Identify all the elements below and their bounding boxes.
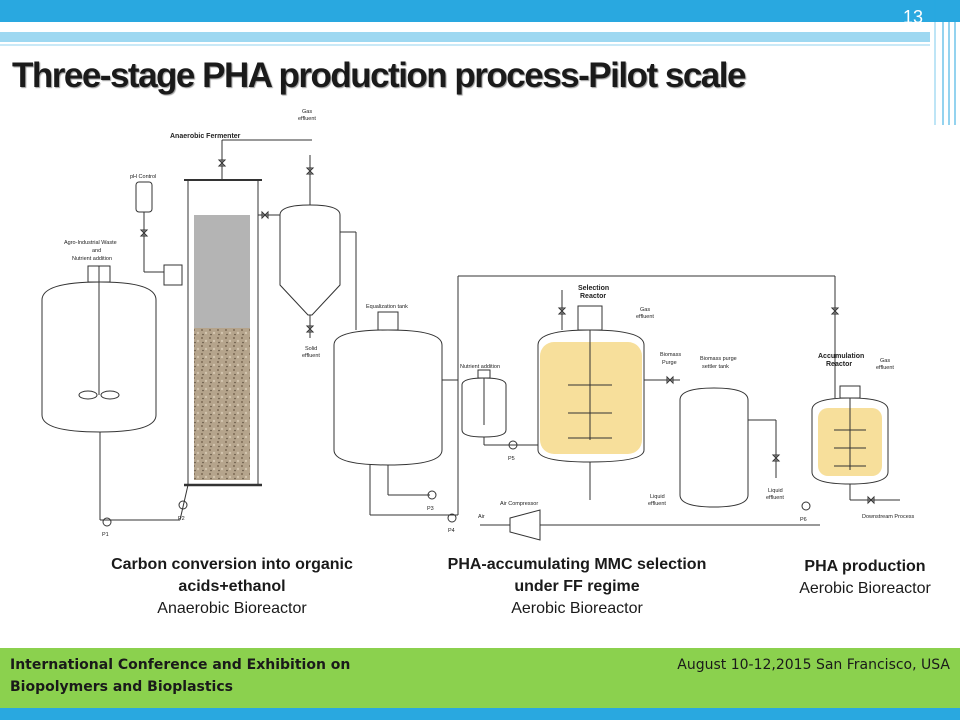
pump-p3-icon [427,490,437,500]
footer-conference-name: International Conference and Exhibition … [10,657,351,695]
feed-storage-tank [41,265,157,433]
label-downstream: Downstream Process [862,514,915,520]
slide-number: 13 [902,7,924,27]
label-gas-effluent-2b: effluent [636,314,654,320]
label-liquid-effluent-2b: effluent [766,495,784,501]
air-compressor [480,509,820,541]
label-p1: P1 [102,532,109,538]
pump-p5-icon [508,440,518,450]
label-accumulation-reactor-1: Accumulation [818,353,864,360]
pump-p4-icon [447,513,457,523]
right-accent-lines [920,0,960,125]
caption-stage-3-subtitle: Aerobic Bioreactor [799,580,931,597]
caption-stage-3-title: PHA production [804,558,926,575]
label-p5: P5 [508,456,515,462]
footer-bar: International Conference and Exhibition … [0,648,960,708]
label-solid-effluent-1: Solid [305,346,317,352]
label-gas-effluent-1b: effluent [298,116,316,122]
label-settler-tank-2: settler tank [702,364,729,370]
label-gas-effluent-3b: effluent [876,365,894,371]
label-anaerobic-fermenter: Anaerobic Fermenter [170,133,241,140]
label-p6: P6 [800,517,807,523]
label-liquid-effluent-2: Liquid [768,488,783,494]
label-settler-tank-1: Biomass purge [700,356,737,362]
anaerobic-fermenter-column [184,139,312,487]
label-air: Air [478,514,485,520]
label-air-compressor: Air Compressor [500,501,538,507]
footer-date-place: August 10-12,2015 San Francisco, USA [677,657,950,673]
gas-liquid-separator [258,155,357,338]
bottom-accent-bar [0,708,960,720]
label-p2: P2 [178,516,185,522]
equalization-tank [333,275,835,515]
pump-p1-icon [102,517,112,527]
top-accent-strip [0,32,930,42]
pump-p2-icon [178,500,188,510]
label-liquid-effluent-1: Liquid [650,494,665,500]
label-biomass-purge-1: Biomass [660,352,681,358]
selection-reactor [537,290,680,500]
caption-stage-2: PHA-accumulating MMC selection under FF … [432,554,722,620]
valve-icons [139,159,875,505]
label-gas-effluent-1: Gas [302,109,312,115]
label-agro-waste-3: Nutrient addition [72,256,112,262]
label-p3: P3 [427,506,434,512]
caption-stage-1: Carbon conversion into organic acids+eth… [92,554,372,620]
label-ph-control: pH Control [130,174,156,180]
pump-p6-icon [801,501,811,511]
diagram-labels: Anaerobic Fermenter Gas effluent pH Cont… [64,109,915,538]
accumulation-reactor [811,276,900,501]
caption-stage-3: PHA production Aerobic Bioreactor [770,556,960,600]
slide-title: Three-stage PHA production process-Pilot… [12,56,746,95]
label-biomass-purge-2: Purge [662,360,677,366]
label-selection-reactor-2: Reactor [580,293,606,300]
label-liquid-effluent-1b: effluent [648,501,666,507]
label-p4: P4 [448,528,455,534]
ph-control-bottle [135,181,183,286]
label-solid-effluent-2: effluent [302,353,320,359]
top-accent-line [0,44,930,46]
label-equalization-tank: Equalization tank [366,304,408,310]
label-gas-effluent-2: Gas [640,307,650,313]
label-nutrient-addition: Nutrient addition [460,364,500,370]
caption-stage-2-title: PHA-accumulating MMC selection under FF … [447,556,707,595]
caption-stage-1-subtitle: Anaerobic Bioreactor [157,600,307,617]
process-flow-diagram: Anaerobic Fermenter Gas effluent pH Cont… [41,109,915,541]
label-agro-waste-2: and [92,248,101,254]
biomass-purge-settler-tank [679,387,777,508]
label-gas-effluent-3: Gas [880,358,890,364]
top-accent-bar [0,0,960,22]
label-accumulation-reactor-2: Reactor [826,361,852,368]
label-agro-waste-1: Agro-Industrial Waste [64,240,117,246]
caption-stage-2-subtitle: Aerobic Bioreactor [511,600,643,617]
nutrient-addition-tank [461,369,538,446]
caption-stage-1-title: Carbon conversion into organic acids+eth… [111,556,353,595]
label-selection-reactor-1: Selection [578,285,609,292]
